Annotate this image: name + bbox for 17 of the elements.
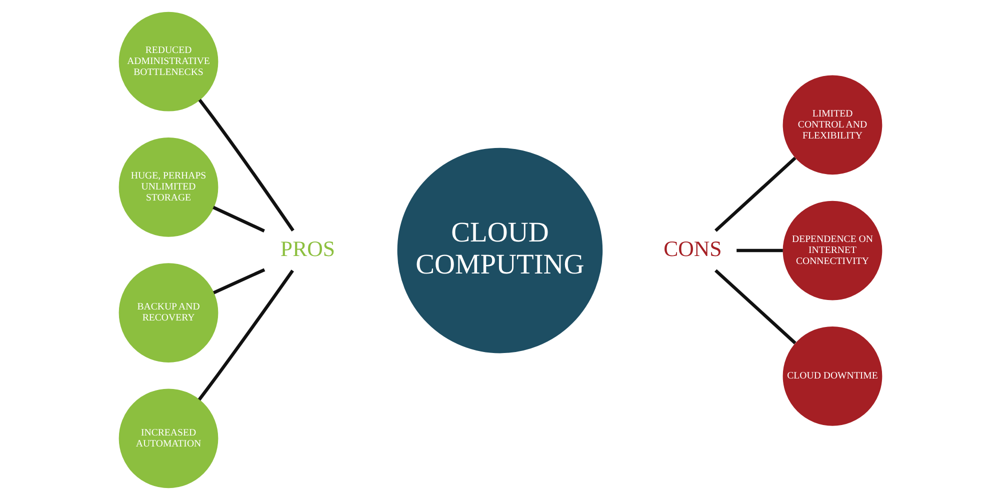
node-circle: DEPENDENCE ON INTERNET CONNECTIVITY [782, 200, 882, 300]
node-text: CONS [663, 237, 722, 262]
node-text: PROS [280, 237, 335, 262]
connector [736, 248, 782, 252]
connector [198, 98, 294, 232]
node-circle: CLOUD COMPUTING [396, 148, 602, 354]
connector [212, 206, 264, 232]
connector [714, 269, 796, 344]
node-circle: REDUCED ADMINISTRATIVE BOTTLENECKS [118, 12, 218, 112]
node-circle: LIMITED CONTROL AND FLEXIBILITY [782, 75, 882, 175]
connector [197, 270, 294, 401]
connector [714, 156, 796, 232]
node-circle: HUGE, PERHAPS UNLIMITED STORAGE [118, 138, 218, 237]
node-circle: INCREASED AUTOMATION [118, 388, 218, 488]
node-circle: CLOUD DOWNTIME [782, 326, 882, 426]
connector [212, 268, 265, 294]
node-circle: BACKUP AND RECOVERY [118, 263, 218, 362]
